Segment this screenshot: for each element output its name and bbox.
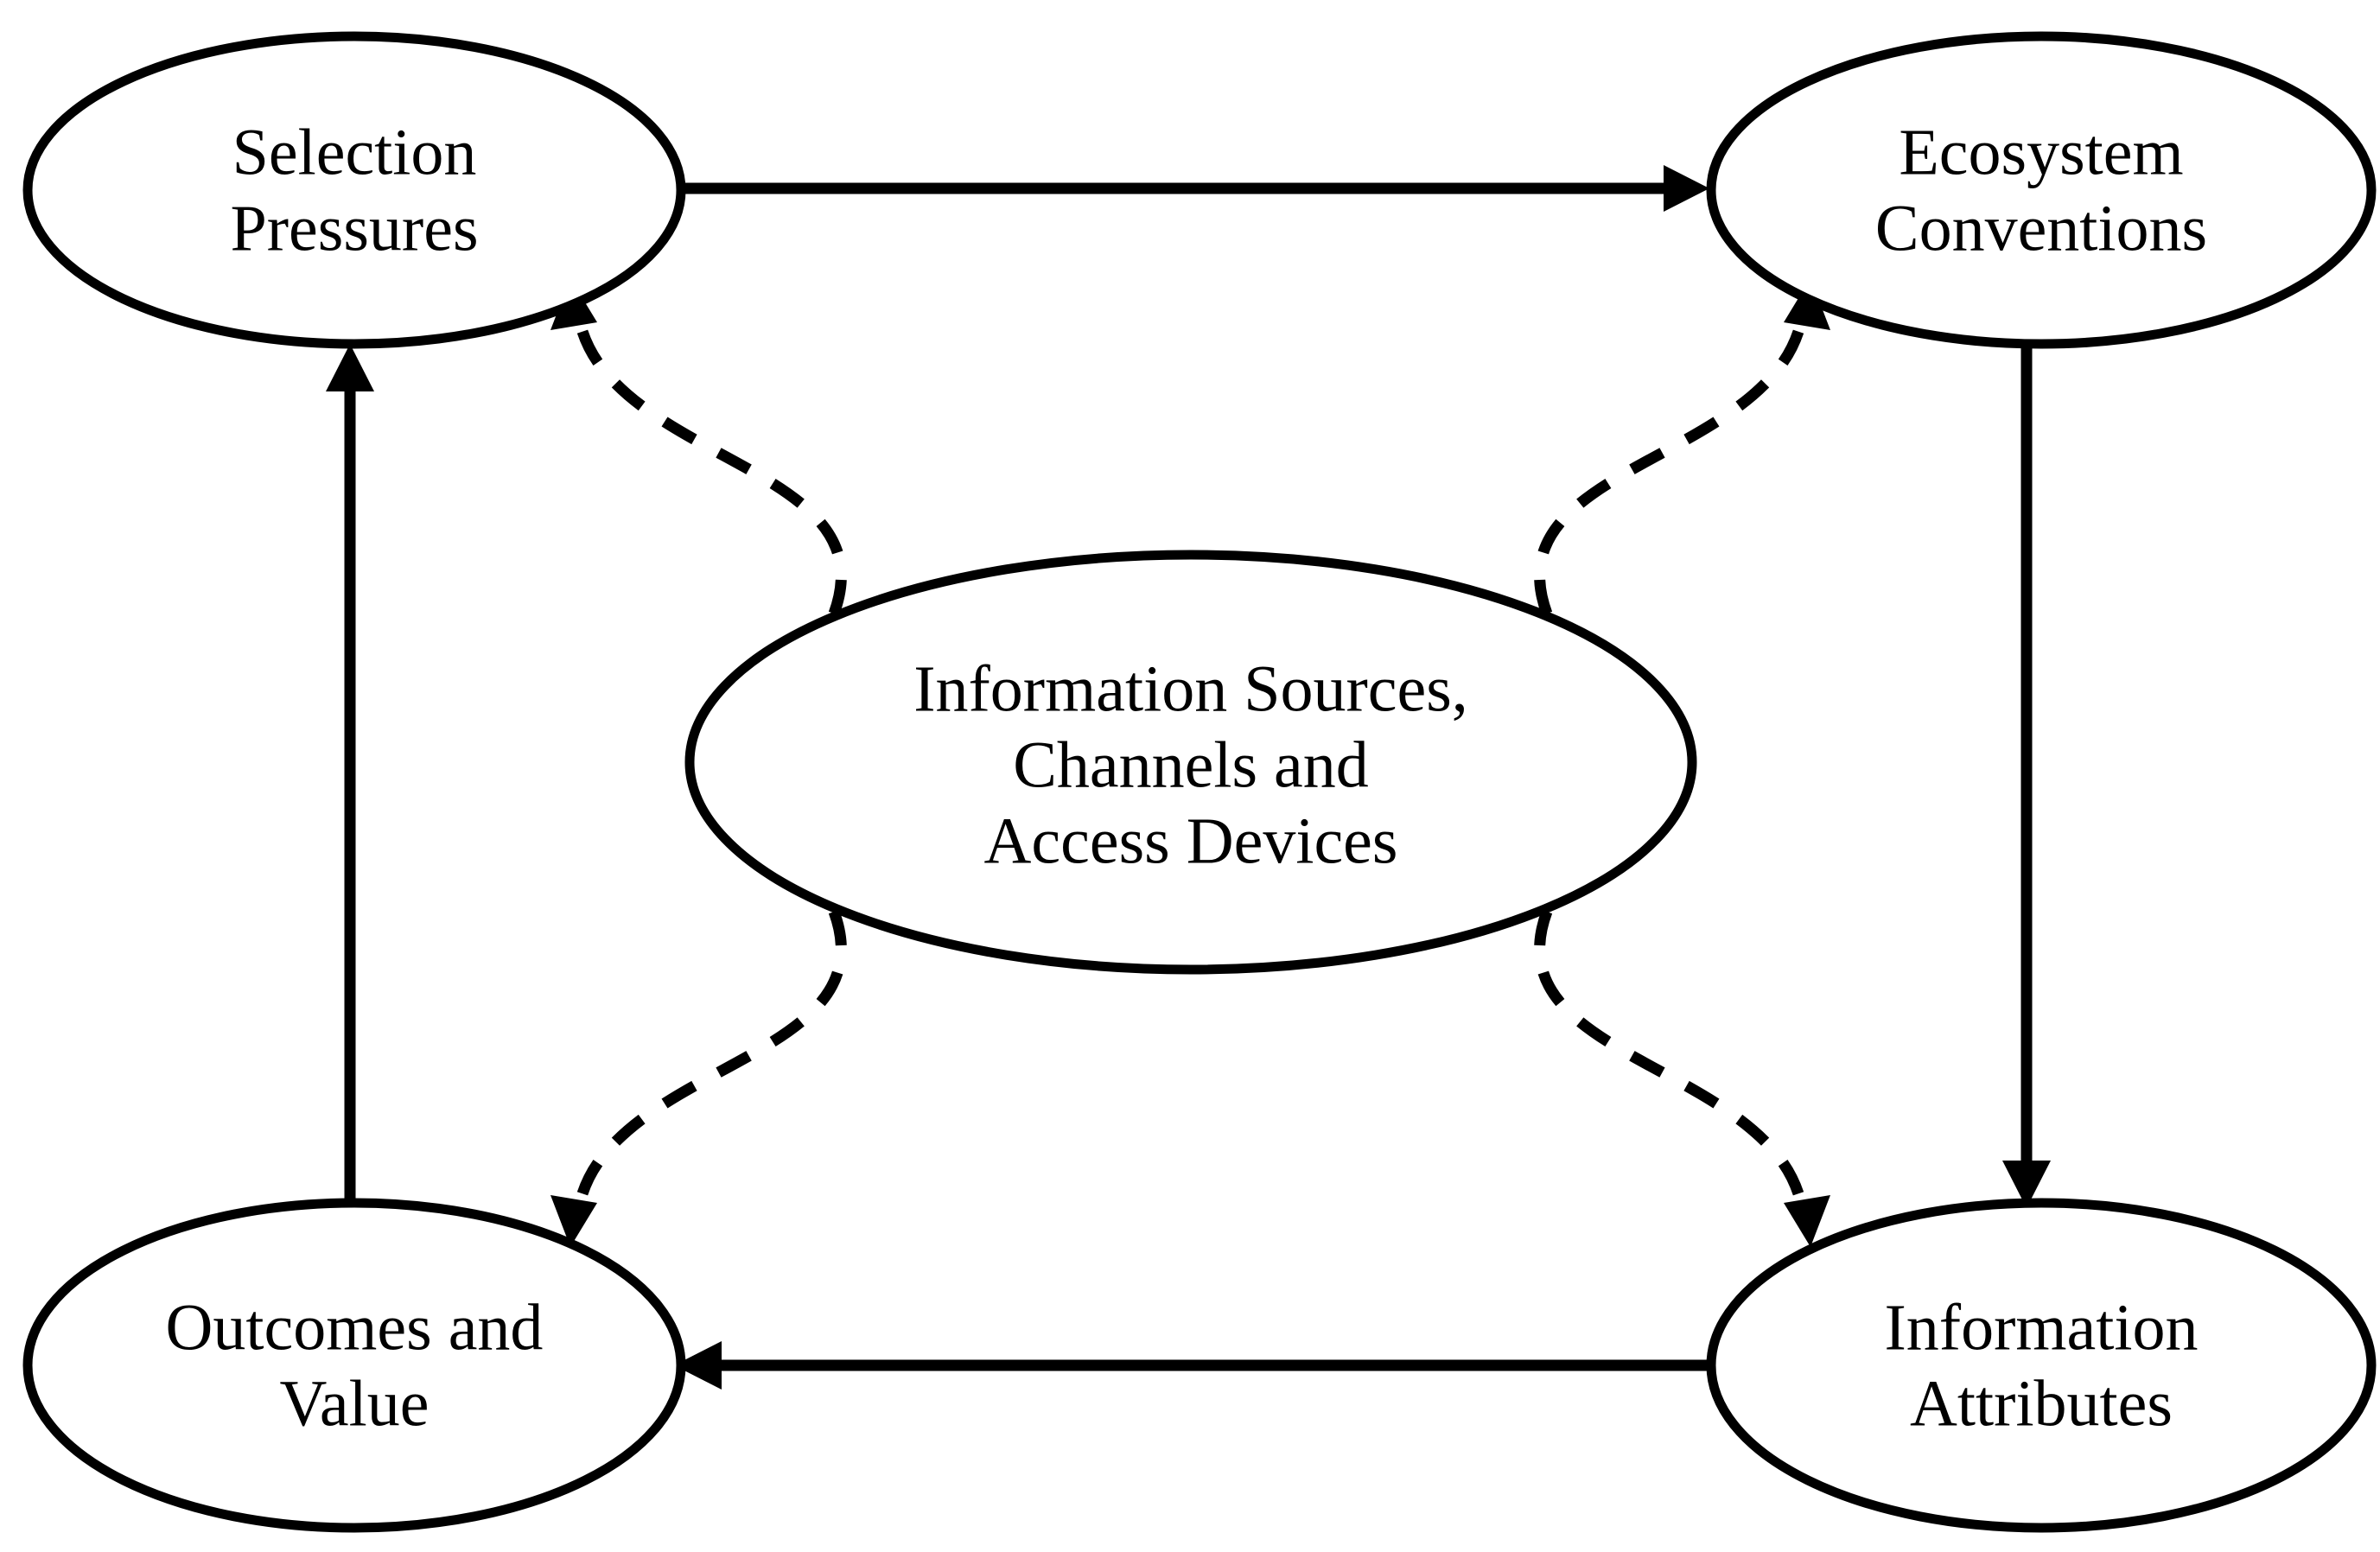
arrow-head-right — [1664, 165, 1709, 212]
edge-outcomes-to-selection — [326, 344, 374, 1208]
arrow-head-up — [326, 344, 374, 391]
node-label-information-sources-line1: Information Sources, — [913, 652, 1468, 725]
arrow-head-up-right — [1784, 278, 1830, 330]
edge-attributes-to-outcomes — [674, 1341, 1713, 1390]
edge-sources-to-attributes — [1534, 909, 1830, 1247]
arrow-head-left — [674, 1341, 722, 1390]
node-information-attributes[interactable]: Information Attributes — [1706, 1198, 2377, 1533]
edge-curve — [571, 909, 847, 1216]
node-label-selection-pressures-line1: Selection — [232, 116, 477, 188]
edge-curve — [1534, 309, 1810, 616]
edge-curve — [571, 309, 847, 616]
node-selection-pressures[interactable]: Selection Pressures — [22, 31, 686, 349]
edge-selection-to-ecosystem — [670, 165, 1709, 212]
node-label-outcomes-and-value-line2: Value — [279, 1367, 429, 1440]
node-label-selection-pressures-line2: Pressures — [230, 192, 478, 264]
node-label-information-attributes-line1: Information — [1884, 1291, 2198, 1364]
node-label-information-sources-line2: Channels and — [1013, 728, 1369, 801]
node-shape-outcomes-and-value[interactable] — [22, 1198, 686, 1533]
node-label-information-sources-line3: Access Devices — [983, 805, 1397, 877]
node-label-information-attributes-line2: Attributes — [1910, 1367, 2173, 1440]
edge-curve — [1534, 909, 1810, 1216]
node-label-ecosystem-conventions-line2: Conventions — [1875, 192, 2207, 264]
edge-sources-to-outcomes — [550, 909, 847, 1247]
arrow-head-down-right — [1784, 1195, 1830, 1247]
node-shape-ecosystem-conventions[interactable] — [1706, 31, 2377, 349]
arrow-head-down-left — [550, 1195, 597, 1247]
node-label-ecosystem-conventions-line1: Ecosystem — [1899, 116, 2183, 188]
node-outcomes-and-value[interactable]: Outcomes and Value — [22, 1198, 686, 1533]
edge-sources-to-selection — [550, 278, 847, 616]
node-label-outcomes-and-value-line1: Outcomes and — [166, 1291, 544, 1364]
node-information-sources[interactable]: Information Sources, Channels and Access… — [684, 550, 1697, 975]
node-ecosystem-conventions[interactable]: Ecosystem Conventions — [1706, 31, 2377, 349]
edge-ecosystem-to-attributes — [2002, 342, 2051, 1208]
node-shape-selection-pressures[interactable] — [22, 31, 686, 349]
edge-sources-to-ecosystem — [1534, 278, 1830, 616]
node-shape-information-attributes[interactable] — [1706, 1198, 2377, 1533]
arrow-head-down — [2002, 1161, 2051, 1208]
node-shape-information-sources[interactable] — [684, 550, 1697, 975]
